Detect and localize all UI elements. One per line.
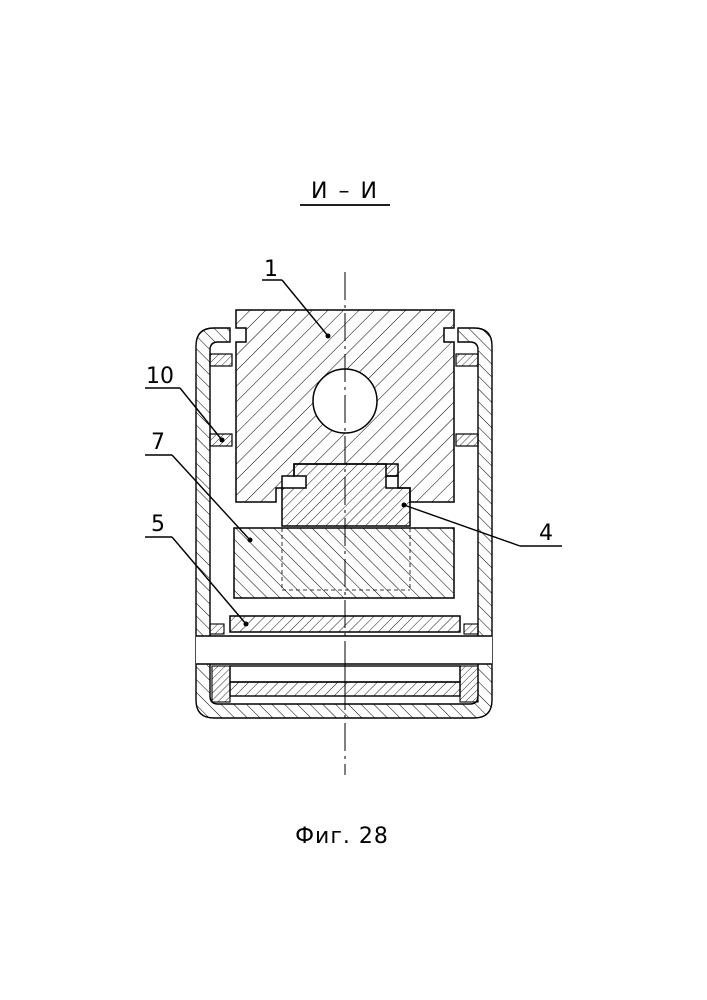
block-part [234, 528, 454, 598]
plate-part [210, 616, 478, 634]
svg-text:И – И: И – И [311, 179, 379, 204]
svg-text:1: 1 [264, 257, 278, 282]
section-title: И – И [300, 179, 390, 205]
svg-text:10: 10 [146, 364, 174, 389]
channel [196, 636, 492, 664]
insert-part [282, 464, 410, 526]
svg-text:5: 5 [151, 512, 165, 537]
svg-text:7: 7 [151, 430, 165, 455]
figure-caption: Фиг. 28 [295, 824, 389, 849]
svg-text:4: 4 [539, 521, 553, 546]
